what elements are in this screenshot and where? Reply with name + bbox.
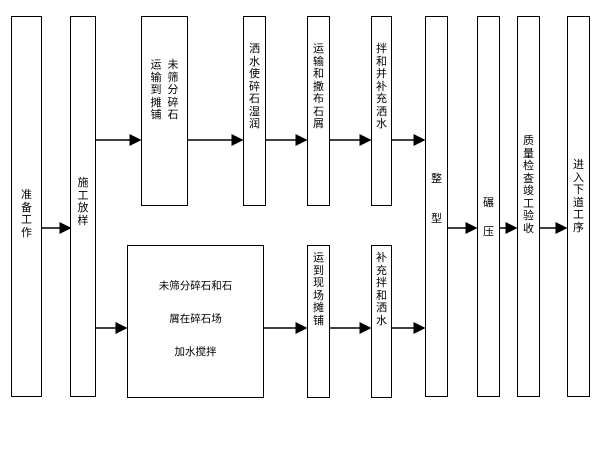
- vertical-char: 拌: [376, 42, 387, 55]
- step-next-process-label: 进入下道工序: [568, 158, 589, 234]
- vertical-char: 放: [77, 201, 89, 214]
- vertical-char: 作: [21, 225, 32, 239]
- vertical-char: 石: [167, 108, 179, 121]
- vertical-char: 补: [376, 79, 387, 93]
- vertical-char: 输: [313, 54, 324, 68]
- vertical-char: 补: [376, 251, 387, 264]
- vertical-char: 石: [249, 92, 260, 105]
- vertical-char: 运: [313, 42, 324, 55]
- step-quality-check: 质量检查竣工验收: [517, 16, 540, 397]
- step-shaping-char1: 整: [431, 172, 442, 185]
- vertical-char: 进: [573, 158, 584, 171]
- step-construct-label: 施工放样: [77, 176, 89, 227]
- step-construct: 施工放样: [70, 16, 96, 397]
- step-prep: 准备工作: [11, 16, 42, 397]
- vertical-char: 样: [77, 213, 89, 227]
- vertical-char: 摊: [150, 95, 162, 109]
- vertical-char: 运: [313, 251, 324, 264]
- vertical-char: 石: [313, 104, 324, 118]
- vertical-char: 水: [249, 54, 260, 68]
- step-bottom2-label: 运到现场摊铺: [308, 251, 329, 327]
- step-rolling: 碾压: [477, 16, 500, 397]
- step-top-chips: 运输和撒布石屑: [307, 16, 330, 206]
- vertical-char: 准: [21, 188, 32, 201]
- vertical-char: 铺: [313, 313, 324, 327]
- vertical-char: 检: [523, 159, 534, 172]
- vertical-char: 道: [573, 195, 584, 209]
- vertical-char: 备: [21, 200, 32, 214]
- step-next-process: 进入下道工序: [567, 16, 590, 397]
- vertical-char: 查: [523, 171, 534, 185]
- vertical-char: 输: [150, 70, 162, 84]
- vertical-char: 湿: [249, 104, 260, 118]
- step-shaping: 整 型: [425, 16, 448, 397]
- vertical-char: 拌: [376, 276, 387, 289]
- vertical-char: 布: [313, 92, 324, 105]
- step-top-crushed-stone: 未筛分碎石 运输到摊铺: [141, 16, 188, 206]
- vertical-char: 序: [573, 220, 584, 234]
- step-top1-line2: 运输到摊铺: [150, 58, 162, 122]
- vertical-char: 验: [523, 209, 534, 222]
- vertical-char: 并: [376, 67, 387, 80]
- step-bottom1-line1: 未筛分碎石和石: [158, 280, 233, 292]
- vertical-char: 撒: [313, 79, 324, 93]
- vertical-char: 洒: [249, 42, 260, 55]
- vertical-char: 屑: [313, 117, 324, 130]
- vertical-char: 充: [376, 92, 387, 105]
- vertical-char: 到: [313, 263, 324, 277]
- vertical-char: 运: [150, 58, 162, 71]
- vertical-char: 摊: [313, 301, 324, 314]
- vertical-char: 筛: [167, 70, 179, 84]
- vertical-char: 和: [313, 67, 324, 80]
- vertical-char: 碎: [167, 95, 179, 109]
- step-bottom-extra-mixing: 补充拌和洒水: [371, 245, 392, 398]
- step-rolling-label: 碾压: [478, 196, 499, 238]
- step-bottom3-label: 补充拌和洒水: [372, 251, 391, 327]
- step-top4-label: 拌和并补充洒水: [372, 42, 391, 131]
- vertical-char: 压: [483, 224, 494, 238]
- vertical-char: 到: [150, 83, 162, 96]
- vertical-char: 质: [523, 134, 534, 147]
- vertical-char: 竣: [523, 184, 534, 197]
- step-bottom-plant-mix: 未筛分碎石和石 屑在碎石场 加水搅拌: [127, 245, 264, 398]
- step-top3-label: 运输和撒布石屑: [308, 42, 329, 131]
- vertical-char: 分: [167, 83, 179, 96]
- step-top1-line1: 未筛分碎石: [167, 58, 179, 122]
- step-top-mixing: 拌和并补充洒水: [371, 16, 392, 206]
- step-shaping-char2: 型: [431, 212, 442, 225]
- vertical-char: 工: [21, 213, 32, 226]
- vertical-char: 工: [523, 196, 534, 210]
- vertical-char: 施: [77, 176, 89, 189]
- step-top2-label: 洒水使碎石湿润: [244, 42, 265, 131]
- vertical-char: 润: [249, 117, 260, 130]
- step-bottom-spreading: 运到现场摊铺: [307, 245, 330, 398]
- step-prep-label: 准备工作: [21, 188, 32, 239]
- vertical-char: 收: [523, 221, 534, 235]
- vertical-char: 洒: [376, 301, 387, 314]
- vertical-char: 碎: [249, 79, 260, 93]
- vertical-char: 洒: [376, 104, 387, 118]
- vertical-char: 场: [313, 288, 324, 302]
- vertical-char: 工: [573, 208, 584, 221]
- vertical-char: 现: [313, 276, 324, 289]
- step-quality-check-label: 质量检查竣工验收: [518, 134, 539, 235]
- step-bottom1-line2: 屑在碎石场: [169, 313, 222, 325]
- step-top-watering: 洒水使碎石湿润: [243, 16, 266, 206]
- vertical-char: 量: [523, 146, 534, 160]
- vertical-char: 未: [167, 58, 179, 71]
- vertical-char: 和: [376, 288, 387, 302]
- vertical-char: 使: [249, 67, 260, 80]
- vertical-char: 铺: [150, 108, 162, 121]
- step-bottom1-line3: 加水搅拌: [174, 346, 217, 358]
- vertical-char: 下: [573, 183, 584, 196]
- vertical-char: 工: [77, 188, 89, 202]
- vertical-char: 水: [376, 117, 387, 130]
- vertical-char: 充: [376, 263, 387, 277]
- vertical-char: 水: [376, 313, 387, 327]
- vertical-char: 入: [573, 170, 584, 184]
- vertical-char: 和: [376, 54, 387, 68]
- vertical-char: 碾: [483, 196, 494, 209]
